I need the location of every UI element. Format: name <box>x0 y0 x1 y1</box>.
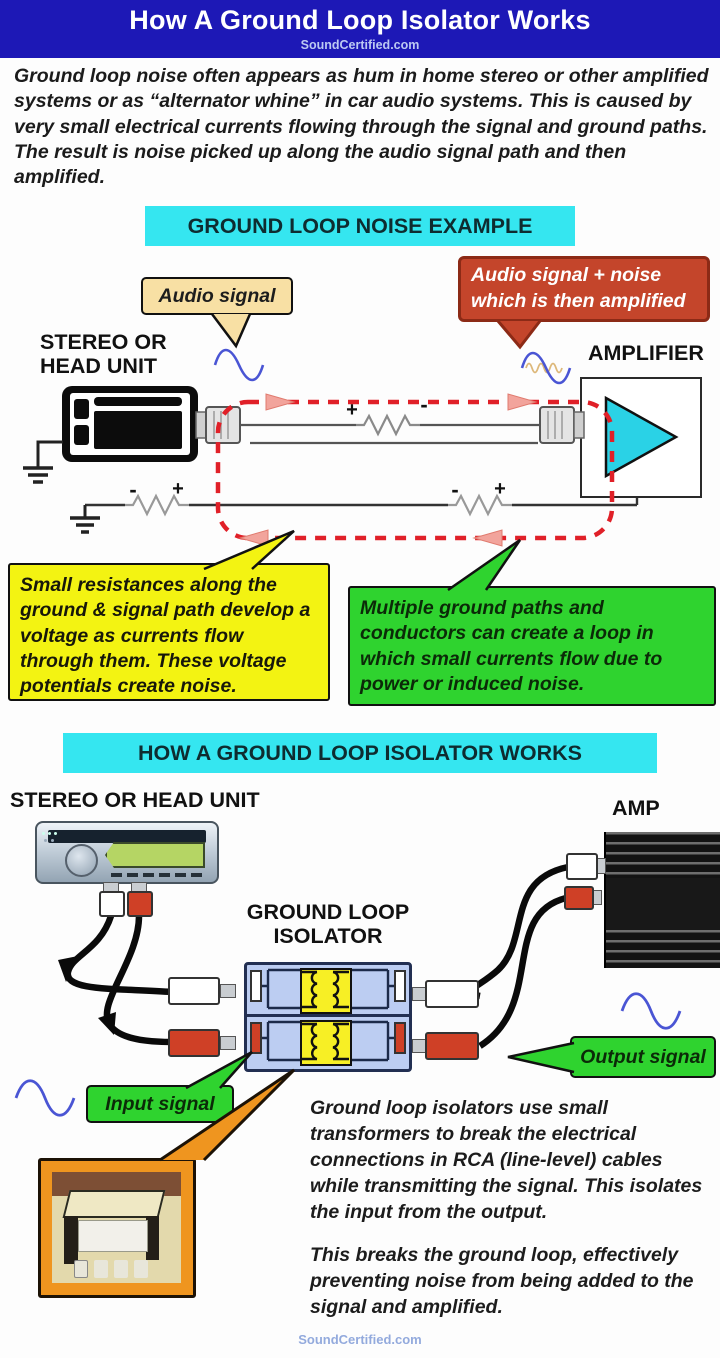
rca-plug-white <box>99 891 125 917</box>
rca-plug-tip <box>220 984 236 998</box>
polarity-minus: - <box>420 392 427 417</box>
resistor-icon <box>125 493 189 517</box>
sine-wave-icon <box>213 348 265 382</box>
green-note: Multiple ground paths and conductors can… <box>348 586 716 706</box>
isolator-jack-red <box>394 1022 406 1054</box>
rca-plug-tip <box>220 1036 236 1050</box>
amp-label-2: AMP <box>612 796 660 820</box>
ground-icon <box>23 466 53 484</box>
rca-plug-red <box>168 1029 220 1057</box>
cd-slot <box>48 830 206 843</box>
head-unit-icon <box>62 386 198 462</box>
site-name: SoundCertified.com <box>300 37 420 52</box>
amp-triangle-icon <box>604 395 679 479</box>
output-signal-callout: Output signal <box>570 1036 716 1078</box>
rca-plug-tip <box>412 987 426 1001</box>
isolator-jack-red <box>250 1022 262 1054</box>
transformer-pins <box>74 1260 88 1278</box>
volume-knob <box>65 844 98 877</box>
isolator-wiring <box>262 968 394 1062</box>
transformer-frame <box>146 1216 159 1260</box>
polarity-plus: + <box>494 478 506 500</box>
sine-wave-icon <box>14 1079 76 1117</box>
ground-loop-path <box>215 399 615 541</box>
polarity-minus: - <box>451 477 458 502</box>
section-banner-isolator: HOW A GROUND LOOP ISOLATOR WORKS <box>63 733 657 773</box>
isolator-jack-white <box>394 970 406 1002</box>
rca-plug-red <box>425 1032 479 1060</box>
isolator-jack-white <box>250 970 262 1002</box>
section-banner-noise-example: GROUND LOOP NOISE EXAMPLE <box>145 206 575 246</box>
wire <box>36 440 63 468</box>
cable <box>478 894 567 1049</box>
isolator-label: GROUND LOOP ISOLATOR <box>246 900 410 948</box>
amplifier-label: AMPLIFIER <box>588 341 704 365</box>
transformer-photo <box>38 1158 196 1298</box>
cable <box>103 915 173 1046</box>
resistor-icon <box>356 413 420 437</box>
head-unit-label: STEREO OR HEAD UNIT <box>40 330 167 378</box>
rca-connector-icon <box>195 406 241 444</box>
callout-tail <box>211 313 252 349</box>
callout-tail <box>447 538 522 592</box>
isolator-divider <box>247 1014 409 1017</box>
input-signal-callout: Input signal <box>86 1085 234 1123</box>
noisy-sine-icon <box>520 351 572 385</box>
transformer-icon <box>300 968 352 1014</box>
callout-tail <box>203 529 295 571</box>
polarity-plus: + <box>346 399 358 421</box>
sine-wave-icon <box>620 992 682 1030</box>
resistor-icon <box>448 493 512 517</box>
current-arrow-icon <box>238 393 538 547</box>
rca-plug-white <box>566 853 598 880</box>
intro-paragraph: Ground loop noise often appears as hum i… <box>14 65 709 189</box>
rca-plug-red <box>564 886 594 910</box>
head-unit-label-2: STEREO OR HEAD UNIT <box>10 788 260 812</box>
cable-layer <box>58 863 569 1049</box>
footer-site: SoundCertified.com <box>298 1332 422 1347</box>
page-title: How A Ground Loop Isolator Works <box>129 5 591 36</box>
transformer-frame <box>64 1216 78 1264</box>
rca-connector-icon <box>539 406 585 444</box>
cable-arrow-icon <box>98 1012 116 1035</box>
rca-plug-white <box>425 980 479 1008</box>
header-bar: How A Ground Loop Isolator Works SoundCe… <box>0 0 720 58</box>
head-unit-image <box>35 821 219 884</box>
ground-loop-schematic: + - - + - + <box>23 392 679 547</box>
ground-icon <box>70 516 100 534</box>
callout-tail <box>496 320 542 350</box>
isolator-body-text: Ground loop isolators use small transfor… <box>310 1097 703 1223</box>
transformer-top-plate <box>62 1190 166 1218</box>
yellow-note: Small resistances along the ground & sig… <box>8 563 330 701</box>
amp-image <box>604 832 720 968</box>
rca-plug-tip <box>412 1039 426 1053</box>
rca-plug-red <box>127 891 153 917</box>
isolator-emphasis-text: This breaks the ground loop, effectively… <box>310 1244 694 1318</box>
transformer-coil <box>78 1220 148 1252</box>
transformer-icon <box>300 1020 352 1066</box>
buttons-row <box>111 873 122 877</box>
polarity-minus: - <box>129 477 136 502</box>
cable-arrow-icon <box>58 956 78 982</box>
noise-callout: Audio signal + noise which is then ampli… <box>458 256 710 322</box>
polarity-plus: + <box>172 478 184 500</box>
callout-tail <box>159 1068 296 1162</box>
audio-signal-callout: Audio signal <box>141 277 293 315</box>
callout-tail <box>185 1050 253 1090</box>
rca-plug-white <box>168 977 220 1005</box>
callout-tail <box>507 1041 575 1074</box>
display-screen <box>105 842 205 868</box>
